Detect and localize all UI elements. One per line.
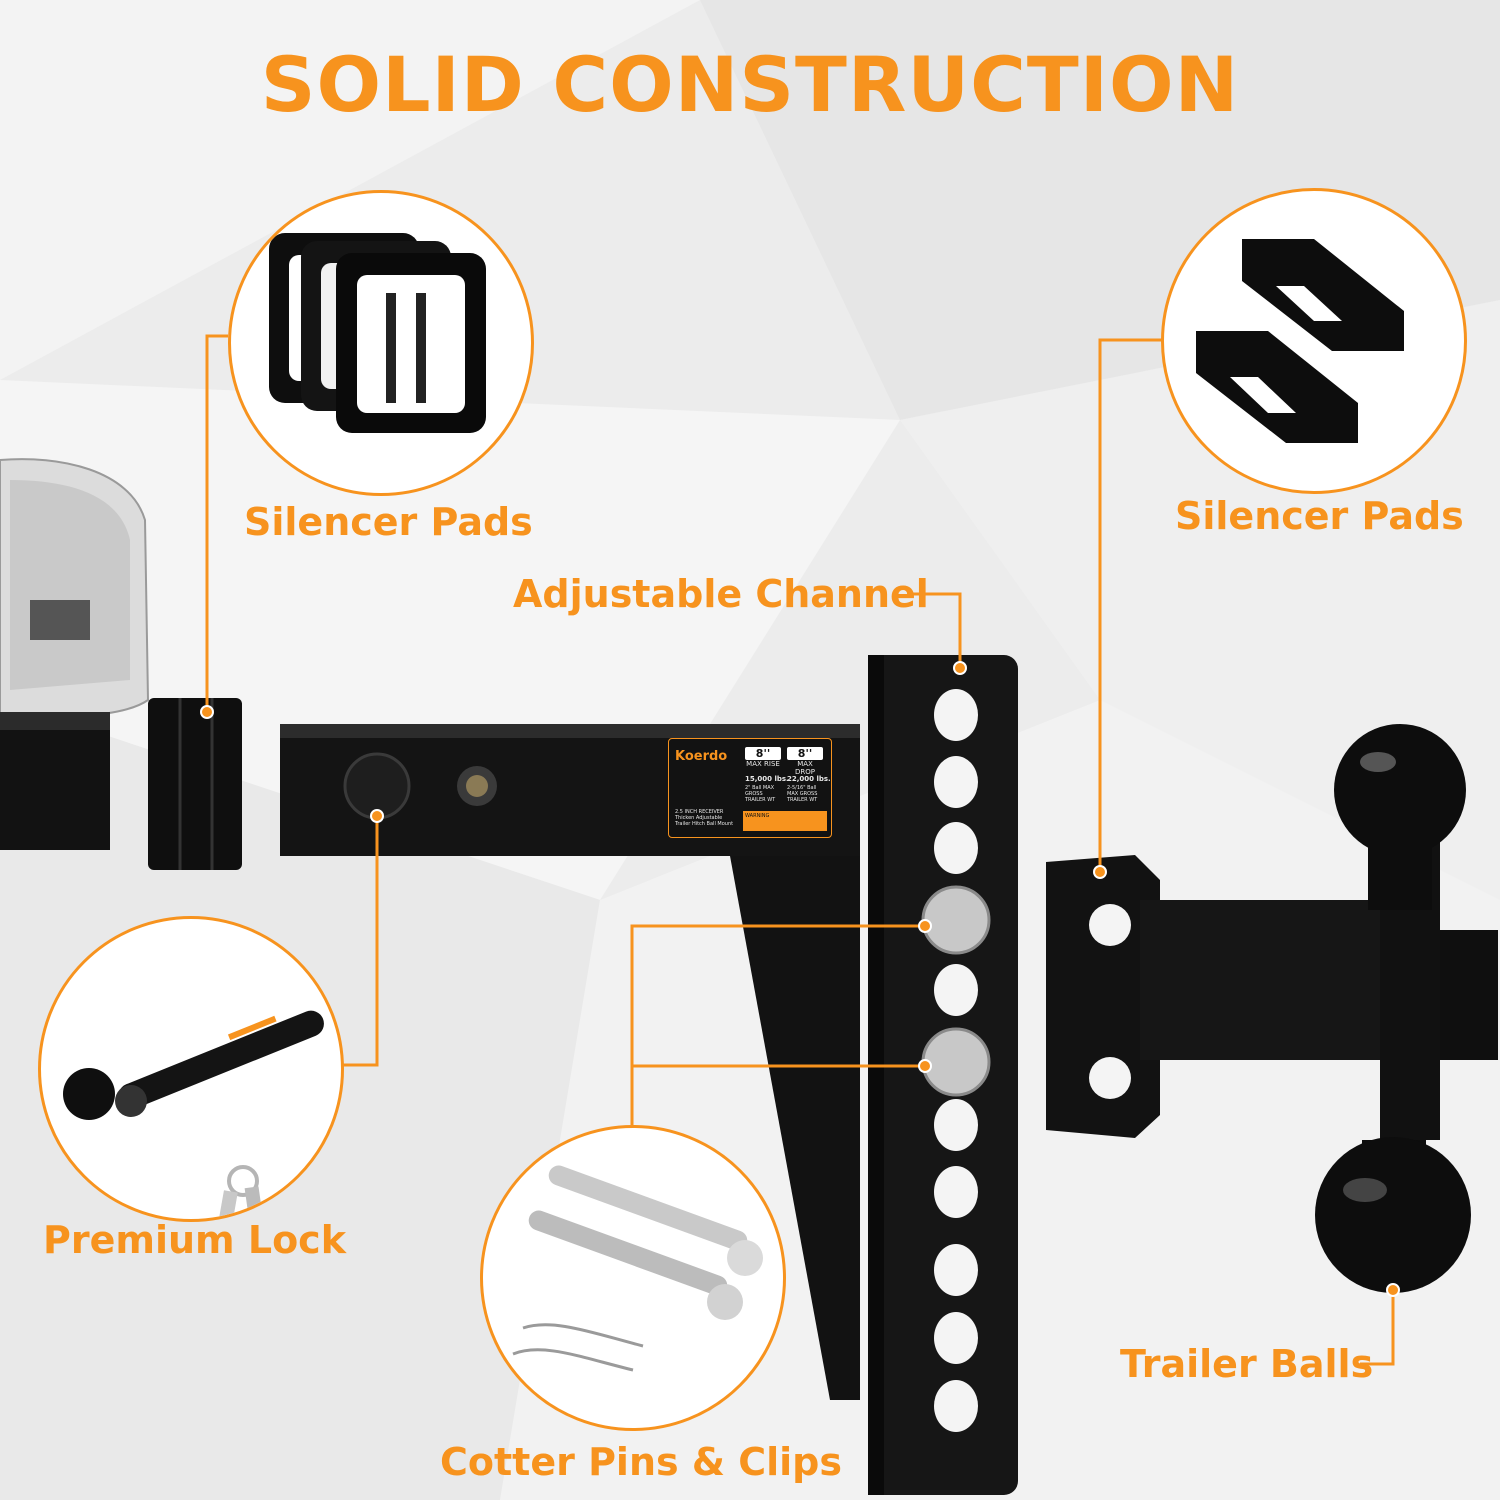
premium-lock-detail <box>38 916 344 1222</box>
page-title: SOLID CONSTRUCTION <box>260 40 1240 129</box>
square-pad-rings-icon <box>269 233 486 433</box>
silencer-pad-blocks <box>148 698 242 870</box>
product-description: 2.5 INCH RECEIVER Thicken Adjustable Tra… <box>675 809 734 827</box>
cotter-pins-detail <box>480 1125 786 1431</box>
leader-lines <box>205 334 1395 1366</box>
lock-key-icon <box>63 1010 324 1219</box>
trailer-balls <box>1315 724 1471 1293</box>
flat-pads-icon <box>1196 239 1404 443</box>
label-trailer-balls: Trailer Balls <box>1120 1342 1374 1386</box>
max-rise-caption: MAX RISE <box>746 760 780 768</box>
truck-bumper-image <box>0 458 150 850</box>
max-drop-badge: 8'' MAX DROP <box>787 747 823 776</box>
brand-logo: Koerdo <box>675 749 728 764</box>
label-premium-lock: Premium Lock <box>43 1218 346 1262</box>
leader-dots <box>200 661 1400 1297</box>
warning-box: WARNING <box>743 811 827 831</box>
rating-1: 15,000 lbs. <box>745 775 789 783</box>
warning-label: WARNING <box>745 813 770 819</box>
adjustable-channel <box>868 655 1018 1495</box>
label-cotter-pins: Cotter Pins & Clips <box>440 1440 842 1484</box>
rating-1-note: 2" Ball MAX GROSS TRAILER WT <box>745 785 776 803</box>
label-silencer-pads-left: Silencer Pads <box>244 500 533 544</box>
max-drop-value: 8'' <box>787 747 823 760</box>
silencer-pads-detail-right <box>1161 188 1467 494</box>
product-sticker: Koerdo 8'' MAX RISE 8'' MAX DROP 15,000 … <box>668 738 832 838</box>
label-adjustable-channel: Adjustable Channel <box>513 572 929 616</box>
rating-2-note: 2-5/16" Ball MAX GROSS TRAILER WT <box>787 785 818 803</box>
max-drop-caption: MAX DROP <box>795 760 815 776</box>
max-rise-value: 8'' <box>745 747 781 760</box>
silencer-pads-detail-left <box>228 190 534 496</box>
max-rise-badge: 8'' MAX RISE <box>745 747 781 768</box>
rating-2: 22,000 lbs. <box>787 775 831 783</box>
label-silencer-pads-right: Silencer Pads <box>1175 494 1464 538</box>
cotter-pins-icon <box>512 1165 763 1372</box>
